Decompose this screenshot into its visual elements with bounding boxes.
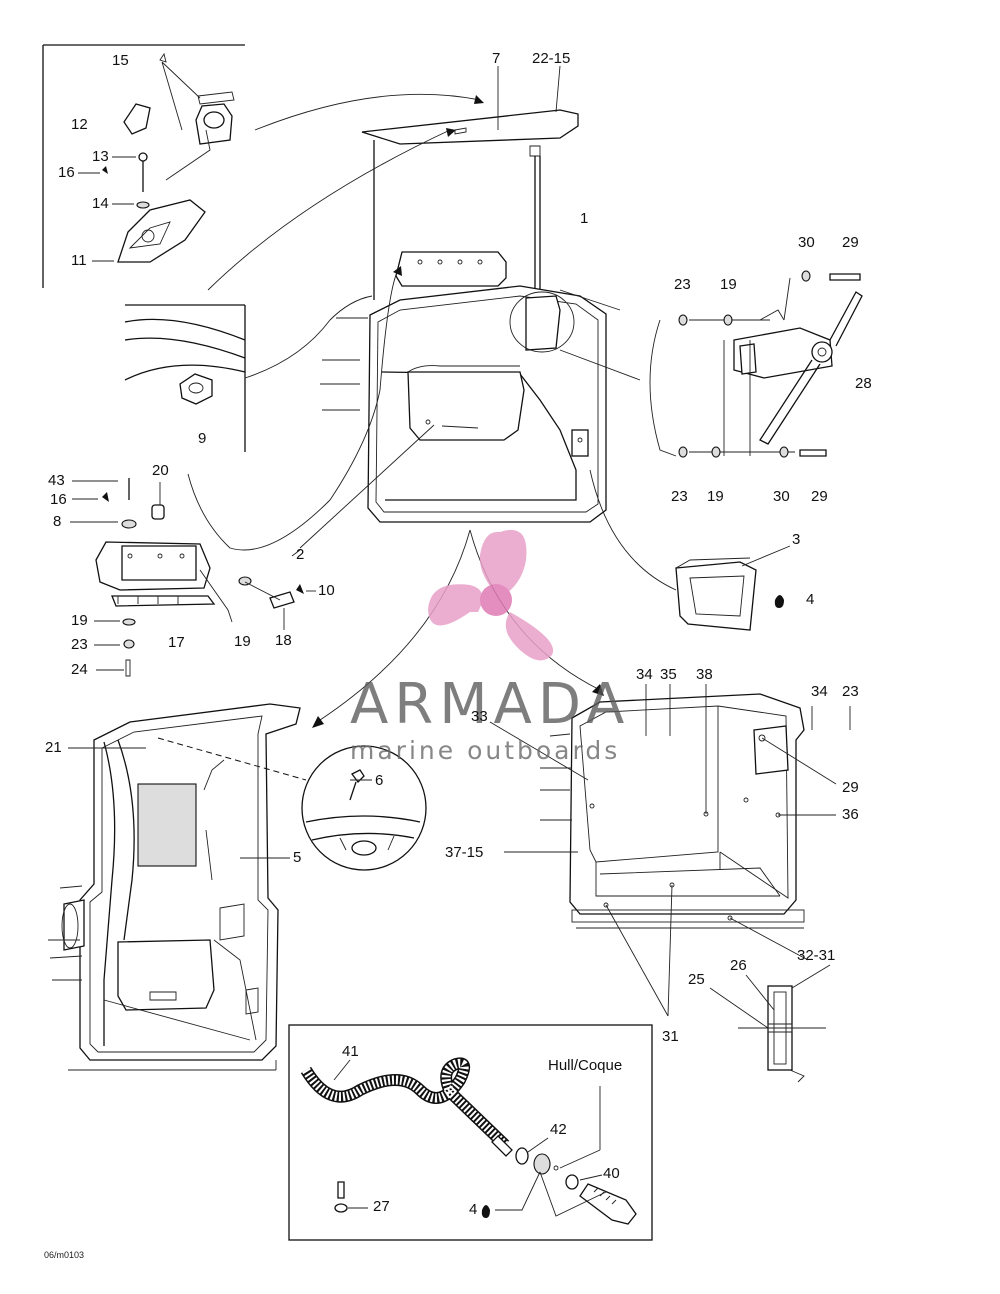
connector-curves xyxy=(157,93,677,781)
part-27-screw xyxy=(334,1181,348,1213)
part-label-22-15: 22-15 xyxy=(532,50,571,67)
part-label-35: 35 xyxy=(660,666,677,683)
part-label-11: 11 xyxy=(71,252,87,269)
part-label-4-bottom: 4 xyxy=(469,1201,478,1218)
part-label-19-top: 19 xyxy=(720,276,737,293)
part-label-21: 21 xyxy=(45,739,62,756)
part-7-top-panel xyxy=(361,109,579,300)
part-label-19-mid: 19 xyxy=(234,633,251,650)
part-label-19-left: 19 xyxy=(71,612,88,629)
part-label-10: 10 xyxy=(318,582,335,599)
part-label-13: 13 xyxy=(92,148,109,165)
part-label-16-mid: 16 xyxy=(50,491,67,508)
leader-lines xyxy=(68,65,851,1209)
part-label-27: 27 xyxy=(373,1198,390,1215)
part-label-9: 9 xyxy=(198,430,207,447)
part-label-23-bottom: 23 xyxy=(671,488,688,505)
inset-frame-part-9 xyxy=(125,304,246,452)
watermark-brand-name: ARMADA xyxy=(350,672,631,737)
part-label-23-top: 23 xyxy=(674,276,691,293)
part-9-vent-inset xyxy=(124,318,246,405)
part-41-hose xyxy=(300,1057,513,1157)
part-label-20: 20 xyxy=(152,462,169,479)
part-label-34-left: 34 xyxy=(636,666,653,683)
part-label-29-top: 29 xyxy=(842,234,859,251)
part-12-cap xyxy=(123,103,151,135)
part-4-drop-icon xyxy=(481,1205,490,1218)
part-label-23-left: 23 xyxy=(71,636,88,653)
part-4-callout-line xyxy=(495,1171,541,1211)
part-label-42: 42 xyxy=(550,1121,567,1138)
part-label-6: 6 xyxy=(375,772,384,789)
main-cabinet xyxy=(320,251,607,523)
part-label-38: 38 xyxy=(696,666,713,683)
part-label-25: 25 xyxy=(688,971,705,988)
part-label-1: 1 xyxy=(580,210,589,227)
part-label-12: 12 xyxy=(71,116,88,133)
part-3-latch xyxy=(675,557,784,631)
part-label-7: 7 xyxy=(492,50,501,67)
part-label-43: 43 xyxy=(48,472,65,489)
inset-frame-top-left xyxy=(42,44,245,288)
part-28-hinge xyxy=(678,270,863,458)
watermark-propeller-logo xyxy=(428,529,554,661)
left-storage-bin xyxy=(48,703,301,1071)
part-label-4-right: 4 xyxy=(806,591,815,608)
hull-label: Hull/Coque xyxy=(548,1057,623,1074)
part-label-30-top: 30 xyxy=(798,234,815,251)
part-6-detail-circle xyxy=(301,745,427,871)
part-label-24: 24 xyxy=(71,661,88,678)
part-label-37-15: 37-15 xyxy=(445,844,484,861)
part-15-cup xyxy=(159,52,235,145)
part-label-31: 31 xyxy=(662,1028,679,1045)
part-label-17: 17 xyxy=(168,634,185,651)
part-label-15: 15 xyxy=(112,52,129,69)
part-label-28: 28 xyxy=(855,375,872,392)
part-label-34-right: 34 xyxy=(811,683,828,700)
part-11-cover xyxy=(117,199,206,263)
part-label-30-bottom: 30 xyxy=(773,488,790,505)
part-17-bracket xyxy=(95,478,304,677)
part-label-33: 33 xyxy=(471,708,488,725)
part-40-fitting xyxy=(553,1086,637,1225)
part-42-40-linker xyxy=(539,1171,607,1217)
part-label-40: 40 xyxy=(603,1165,620,1182)
part-label-32-31: 32-31 xyxy=(797,947,836,964)
part-42-clamp xyxy=(515,1147,551,1175)
part-label-41: 41 xyxy=(342,1043,359,1060)
part-label-36: 36 xyxy=(842,806,859,823)
part-13-16-14-fasteners xyxy=(102,129,211,209)
watermark-tagline: marine outboards xyxy=(350,736,621,765)
part-label-23-right: 23 xyxy=(842,683,859,700)
hose-inset-frame xyxy=(288,1024,653,1241)
part-label-18: 18 xyxy=(275,632,292,649)
part-label-3: 3 xyxy=(792,531,801,548)
part-label-8: 8 xyxy=(53,513,62,530)
part-label-5: 5 xyxy=(293,849,302,866)
part-label-2: 2 xyxy=(296,546,305,563)
drawing-code: 06/m0103 xyxy=(44,1250,85,1260)
part-label-14: 14 xyxy=(92,195,109,212)
right-storage-bin xyxy=(540,693,805,929)
part-label-29-bottom: 29 xyxy=(811,488,828,505)
part-label-19-bottom: 19 xyxy=(707,488,724,505)
part-label-29-right: 29 xyxy=(842,779,859,796)
part-label-16-top: 16 xyxy=(58,164,75,181)
part-25-26-clip xyxy=(738,985,826,1083)
part-label-26: 26 xyxy=(730,957,747,974)
